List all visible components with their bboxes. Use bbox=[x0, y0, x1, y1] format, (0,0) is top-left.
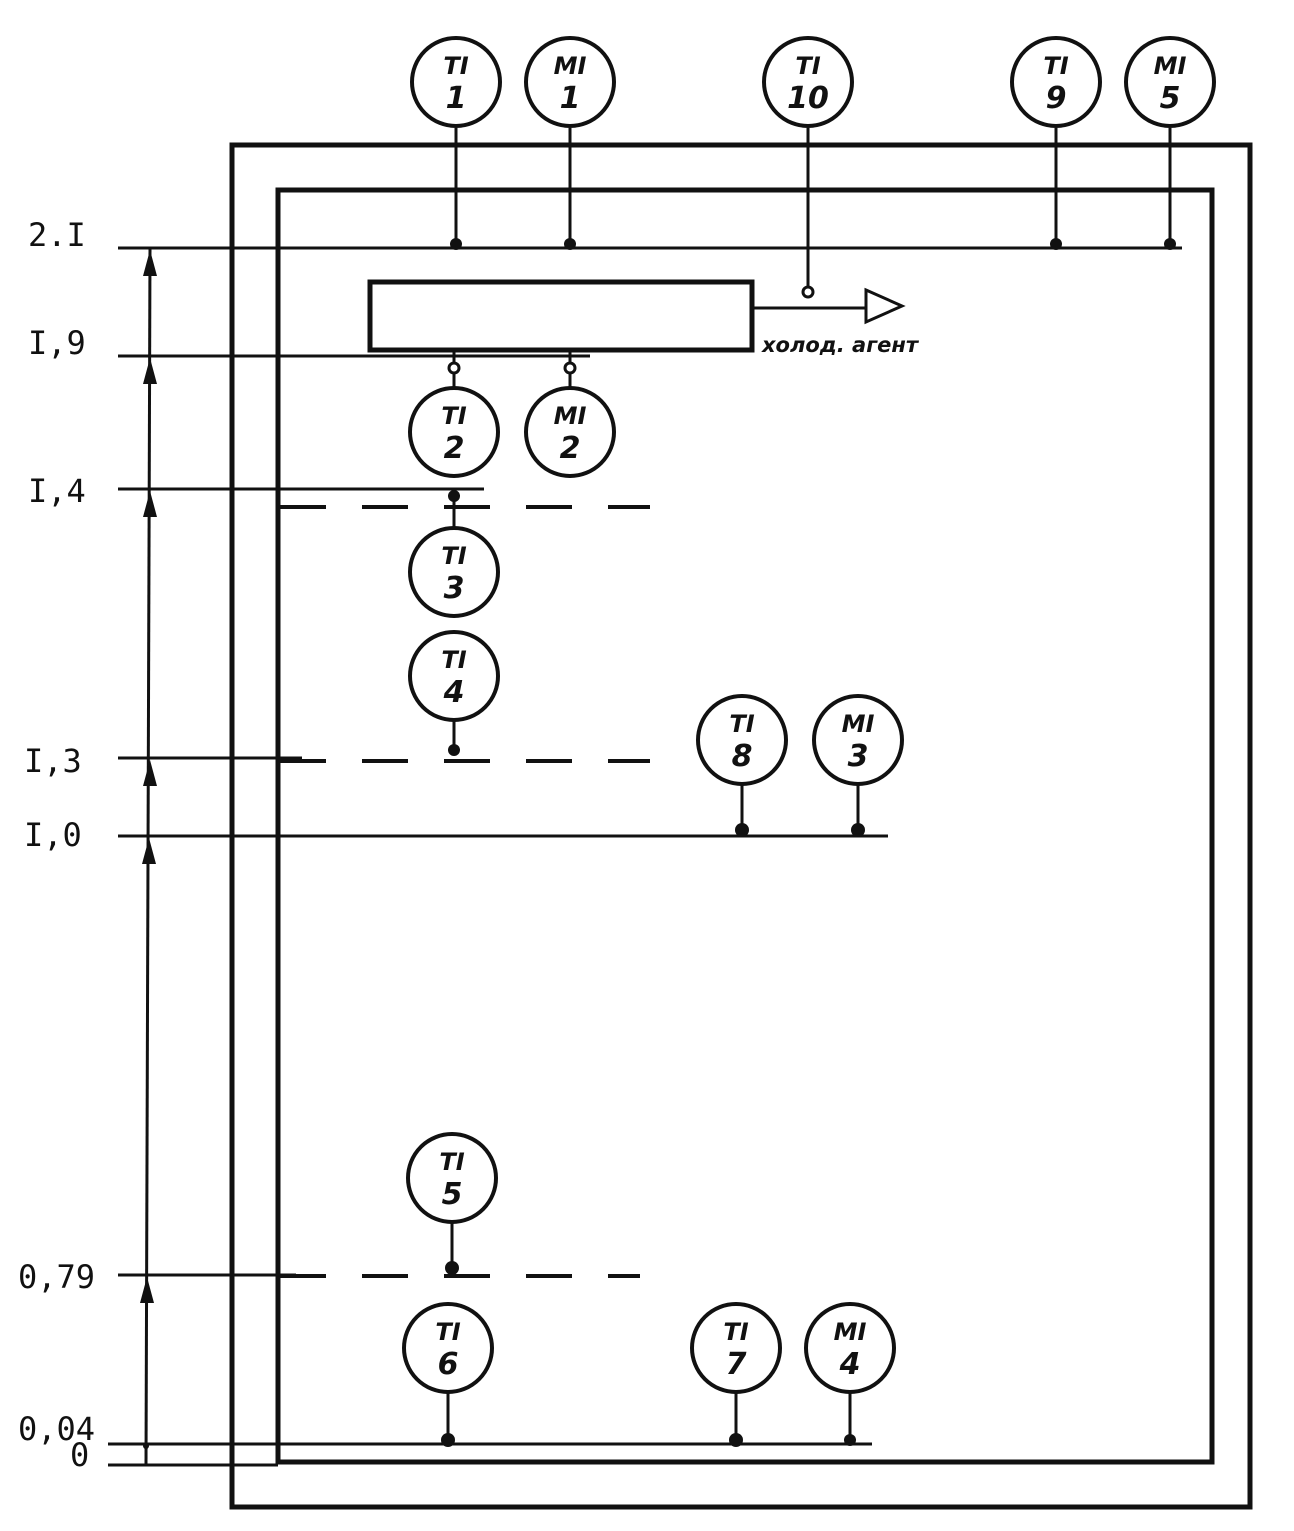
sensor-mi-3: МI3 bbox=[812, 694, 904, 837]
sensor-circle bbox=[1124, 36, 1216, 128]
sensor-ti-1: ТI1 bbox=[410, 36, 502, 250]
cooling-outlet-arrow bbox=[864, 287, 906, 325]
sensor-mount-point bbox=[447, 361, 461, 375]
sensor-type-label: МI bbox=[554, 52, 587, 80]
sensor-mount-point bbox=[1164, 238, 1176, 250]
level-label: 0,04 bbox=[18, 1410, 95, 1448]
sensor-type-label: МI bbox=[834, 1318, 867, 1346]
sensor-type-label: ТI bbox=[439, 1148, 464, 1176]
sensor-mount-point bbox=[448, 744, 460, 756]
sensor-ti-2: ТI2 bbox=[408, 352, 500, 478]
sensor-ti-9: ТI9 bbox=[1010, 36, 1102, 250]
inner-frame bbox=[275, 187, 1215, 1465]
sensor-number-label: 6 bbox=[438, 1347, 459, 1382]
sensor-mi-1: МI1 bbox=[524, 36, 616, 250]
level-label: I,3 bbox=[24, 742, 82, 780]
sensor-circle bbox=[1010, 36, 1102, 128]
sensor-circle bbox=[402, 1302, 494, 1394]
sensor-number-label: 4 bbox=[443, 675, 465, 710]
sensor-number-label: 5 bbox=[442, 1177, 463, 1212]
sensor-mount-point bbox=[735, 823, 749, 837]
sensor-mount-point bbox=[801, 285, 815, 299]
sensor-circle bbox=[762, 36, 854, 128]
level-label: 2.I bbox=[28, 216, 86, 254]
sensor-circle bbox=[690, 1302, 782, 1394]
sensor-type-label: ТI bbox=[723, 1318, 748, 1346]
level-label: I,0 bbox=[24, 816, 82, 854]
arrow-head bbox=[143, 491, 157, 517]
sensor-circle bbox=[406, 1132, 498, 1224]
sensor-mi-5: МI5 bbox=[1124, 36, 1216, 250]
sensor-mount-point bbox=[564, 238, 576, 250]
sensor-circle bbox=[804, 1302, 896, 1394]
sensor-circle bbox=[696, 694, 788, 786]
sensor-number-label: 3 bbox=[848, 739, 869, 774]
sensor-number-label: 5 bbox=[1160, 81, 1181, 116]
dimension-dot bbox=[143, 1443, 149, 1449]
sensor-mount-point bbox=[441, 1433, 455, 1447]
arrow-head bbox=[142, 838, 156, 864]
sensor-circle bbox=[812, 694, 904, 786]
sensor-mount-point bbox=[729, 1433, 743, 1447]
outer-frame bbox=[229, 142, 1253, 1510]
sensor-mount-point bbox=[450, 238, 462, 250]
sensor-mi-4: МI4 bbox=[804, 1302, 896, 1446]
sensor-ti-4: ТI4 bbox=[408, 630, 500, 756]
sensor-mount-point bbox=[563, 361, 577, 375]
level-label-zero: 0 bbox=[70, 1436, 89, 1474]
sensor-mount-point bbox=[448, 490, 460, 502]
sensor-mount-point bbox=[1050, 238, 1062, 250]
sensor-ti-5: ТI5 bbox=[406, 1132, 498, 1275]
sensors-layer: ТI1МI1ТI10ТI9МI5ТI2МI2ТI3ТI4ТI8МI3ТI5ТI6… bbox=[402, 36, 1216, 1447]
sensor-mount-point bbox=[844, 1434, 856, 1446]
sensor-type-label: ТI bbox=[435, 1318, 460, 1346]
sensor-circle bbox=[524, 386, 616, 478]
sensor-type-label: ТI bbox=[441, 542, 466, 570]
sensor-number-label: 8 bbox=[732, 739, 753, 774]
sensor-circle bbox=[408, 386, 500, 478]
sensor-type-label: ТI bbox=[1043, 52, 1068, 80]
sensor-ti-6: ТI6 bbox=[402, 1302, 494, 1447]
sensor-type-label: ТI bbox=[441, 402, 466, 430]
sensor-number-label: 2 bbox=[444, 431, 465, 466]
sensor-number-label: 1 bbox=[560, 81, 581, 116]
sensor-number-label: 4 bbox=[839, 1347, 861, 1382]
sensor-type-label: ТI bbox=[441, 646, 466, 674]
sensor-number-label: 1 bbox=[446, 81, 467, 116]
sensor-number-label: 3 bbox=[444, 571, 465, 606]
sensor-ti-3: ТI3 bbox=[408, 490, 500, 618]
sensor-number-label: 10 bbox=[787, 81, 829, 116]
arrow-head bbox=[143, 760, 157, 786]
cooling-agent-label: холод. агент bbox=[761, 333, 920, 357]
sensor-circle bbox=[408, 630, 500, 722]
sensor-mount-point bbox=[851, 823, 865, 837]
sensor-type-label: ТI bbox=[795, 52, 820, 80]
sensor-type-label: ТI bbox=[729, 710, 754, 738]
sensor-type-label: МI bbox=[842, 710, 875, 738]
sensor-ti-8: ТI8 bbox=[696, 694, 788, 837]
sensor-type-label: МI bbox=[554, 402, 587, 430]
sensor-circle bbox=[408, 526, 500, 618]
sensor-circle bbox=[410, 36, 502, 128]
dimension-arrows bbox=[140, 250, 157, 1449]
sensor-circle bbox=[524, 36, 616, 128]
sensor-mount-point bbox=[445, 1261, 459, 1275]
cooling-element bbox=[367, 279, 755, 353]
sensor-type-label: ТI bbox=[443, 52, 468, 80]
sensor-ti-7: ТI7 bbox=[690, 1302, 782, 1447]
sensor-number-label: 7 bbox=[726, 1347, 747, 1382]
arrow-head bbox=[143, 250, 157, 276]
arrow-head bbox=[143, 358, 157, 384]
sensor-number-label: 2 bbox=[560, 431, 581, 466]
arrow-head bbox=[140, 1277, 154, 1303]
level-label: I,4 bbox=[28, 472, 86, 510]
sensor-type-label: МI bbox=[1154, 52, 1187, 80]
level-label: I,9 bbox=[28, 324, 86, 362]
level-label: 0,79 bbox=[18, 1258, 95, 1296]
sensor-mi-2: МI2 bbox=[524, 352, 616, 478]
sensor-number-label: 9 bbox=[1046, 81, 1067, 116]
